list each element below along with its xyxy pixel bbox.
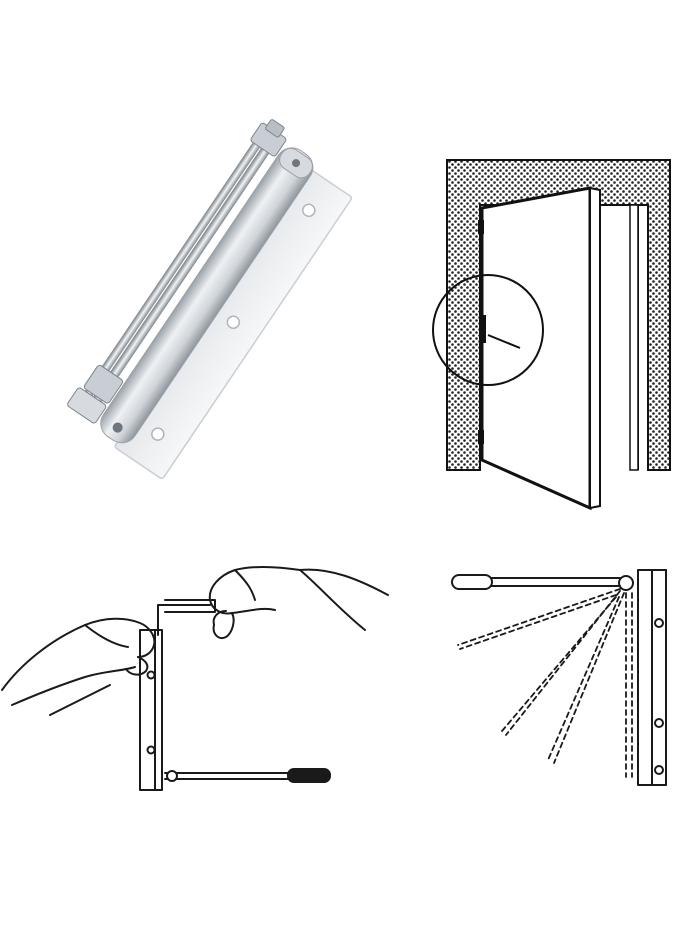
hands-adjusting-icon (1, 565, 389, 791)
door-closer-photo-icon (67, 119, 353, 479)
product-photo (0, 100, 400, 530)
swing-diagram (430, 545, 679, 805)
door-diagram (400, 130, 679, 530)
arm-swing-icon (451, 569, 667, 786)
adjustment-diagram (0, 545, 400, 805)
door-frame-diagram-icon (432, 159, 671, 511)
